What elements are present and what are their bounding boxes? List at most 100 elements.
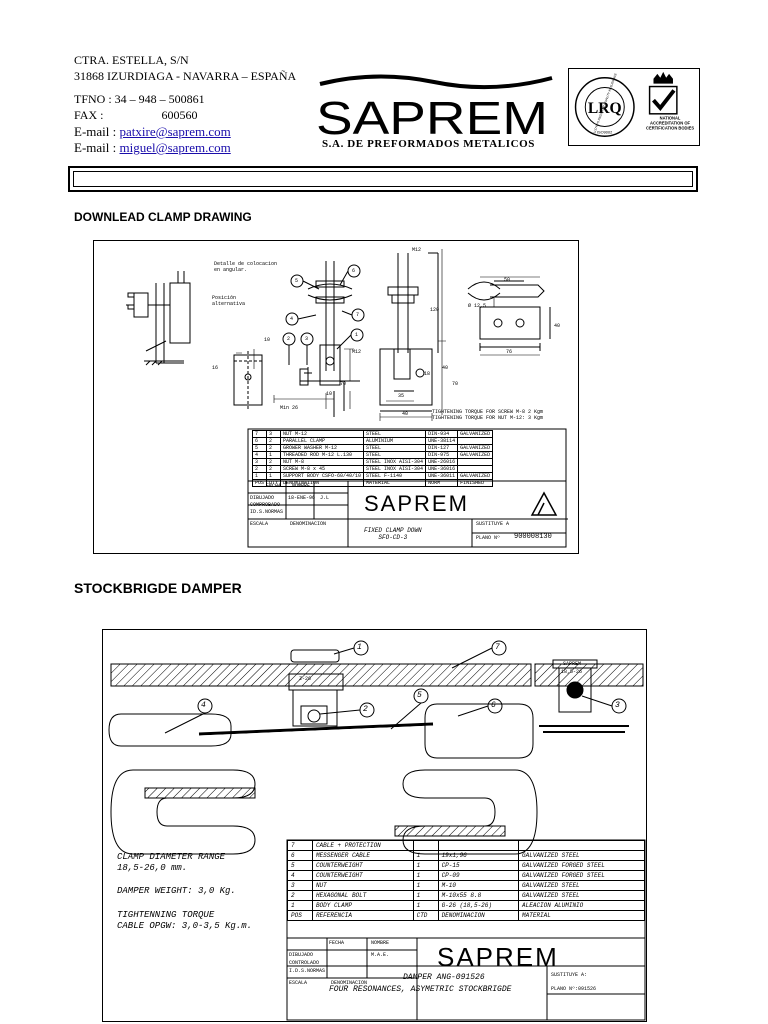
bom-cell: UNE-26016 [425,458,459,466]
dim-label: 70 [452,381,459,387]
tb-normas: ID.S.NORMAS [250,509,284,515]
bom-cell: 4 [251,451,268,459]
bom-header-cell: MATERIAL [363,479,427,487]
bom-cell: 1 [412,880,439,891]
stockbridge-damper-drawing: 1 7 4 2 5 6 3 Z-26 SAPREM 18,5-26 CLAMP … [102,629,647,1022]
dim-label: 76 [506,349,513,355]
bom-cell: 7 [287,840,313,851]
dim-label: M12 [352,349,362,355]
bom-cell: UNE-36016 [425,465,459,473]
dim-min: Min 26 [280,405,299,411]
email-link-miguel[interactable]: miguel@saprem.com [119,140,231,155]
callout-number: 5 [295,278,299,284]
dim-label: 120 [430,307,440,313]
tb-plano-number: 900008130 [514,533,552,541]
bom-cell: 2 [266,465,282,473]
email-label-2: E-mail : [74,140,117,155]
bom-cell: GALVANIZED STEEL [518,850,645,861]
bom-cell: COUNTERWEIGHT [311,870,414,881]
dim-label: 10 [264,337,271,343]
bom-cell: DIN-975 [425,451,459,459]
dim-label: M12 [412,247,422,253]
bom-cell: M-10x55 8.8 [437,890,520,901]
callout-number: 1 [355,332,359,338]
bom-cell: STEEL [363,430,427,438]
tb-date: 18-ENE-96 [288,495,316,501]
tb-name: M.A.E. [371,952,390,958]
bom-cell: 19x1,96 [437,850,520,861]
bom-cell: GROWER WASHER M-12 [280,444,365,452]
callout-number: 2 [363,705,368,714]
callout-number: 7 [356,312,360,318]
bom-cell: 1 [412,890,439,901]
address-line-2: 31868 IZURDIAGA - NAVARRA – ESPAÑA [74,69,297,83]
nacb-crown-check-icon: NATIONAL ACCREDITATION OF CERTIFICATION … [646,71,694,130]
bom-cell: GALVANIZED [457,444,494,452]
bom-cell: GALVANIZED STEEL [518,880,645,891]
logo-wordmark: SAPREM [316,92,548,144]
tb-title-1: DAMPER ANG-091526 [403,973,485,982]
tb-title-2: FOUR RESONANCES, ASYMETRIC STOCKBRIGDE [329,985,512,994]
bom-cell: 7 [251,430,268,438]
spec-range-label: CLAMP DIAMETER RANGE [117,852,226,862]
clamp-drawing-lines [126,249,568,548]
bom-cell: GALVANIZED STEEL [518,890,645,901]
clamp-mark-saprem: SAPREM [563,661,582,667]
header-divider-bar [68,166,698,192]
bom-header-cell: POS [287,910,313,921]
dim-label: 18 [424,371,431,377]
tb-fecha: FECHA [329,940,345,946]
bom-cell: UNE-36011 [425,472,459,480]
bom-cell: 1 [412,900,439,911]
bom-cell: 5 [287,860,313,871]
tb-brand-logo: SAPREM [364,491,469,516]
bom-cell: STEEL INOX AISI-304 [363,465,427,473]
company-address: CTRA. ESTELLA, S/N 31868 IZURDIAGA - NAV… [74,52,296,156]
bom-header-cell: QTY [266,479,282,487]
bom-cell: CP-15 [437,860,520,871]
logo-subtitle: S.A. DE PREFORMADOS METALICOS [321,138,536,150]
bom-cell: STEEL F-1140 [363,472,427,480]
bom-cell: 1 [412,850,439,861]
bom-cell: CP-09 [437,870,520,881]
tb-controlado: CONTROLADO [289,960,320,966]
email-link-patxire[interactable]: patxire@saprem.com [119,124,231,139]
bom-header-cell: POS [251,479,268,487]
section-title-downlead: DOWNLEAD CLAMP DRAWING [74,210,252,224]
bom-cell: 3 [251,458,268,466]
tb-brand-logo: SAPREM [437,942,559,972]
tb-dibujado: DIBUJADO [289,952,314,958]
tb-sustituye: SUSTITUYE A: [551,972,588,978]
callout-number: 7 [495,643,500,652]
bom-cell: 2 [266,437,282,445]
callout-number: 6 [491,701,496,710]
bom-cell [457,437,494,445]
bom-cell: GALVANIZED FORGED STEEL [518,870,645,881]
bom-cell: 3 [287,880,313,891]
dim-label: 40 [402,411,409,417]
certification-badges: LRQ LLOYD'S REGISTER QUALITY ASSURANCE I… [568,68,700,146]
bom-cell: GALVANIZED [457,430,494,438]
callout-number: 4 [201,701,206,710]
bom-cell: 6 [287,850,313,861]
bom-cell: 1 [287,900,313,911]
email-row-2: E-mail : miguel@saprem.com [74,140,296,156]
fax-label: FAX : [74,108,104,122]
dim-label: Ø 12,5 [468,303,487,309]
tb-plano-label: PLANO Nº [476,535,501,541]
bom-cell: UNE-38114 [425,437,459,445]
bom-cell: NUT M-8 [280,458,365,466]
